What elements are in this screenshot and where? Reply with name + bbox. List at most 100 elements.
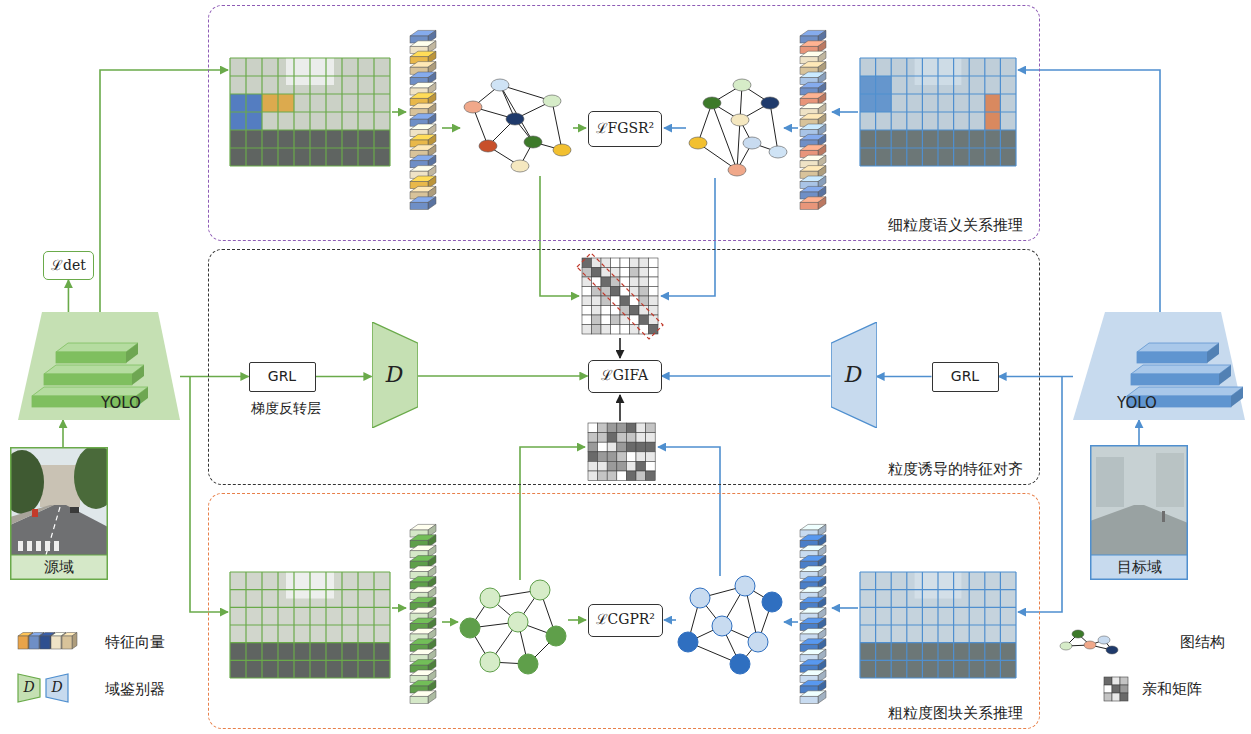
feature-cube	[410, 197, 436, 210]
flow-connector	[999, 376, 1074, 378]
affinity-matrix	[588, 423, 655, 481]
node-label: ℒGIFA	[601, 367, 648, 385]
flow-connector	[180, 376, 249, 378]
detector-block: YOLO	[18, 312, 180, 420]
graph-structure	[689, 79, 787, 176]
legend-text: 特征向量	[105, 633, 165, 652]
layer-caption: 梯度反转层	[251, 400, 321, 418]
process-box: GRL	[249, 362, 316, 392]
loss-box: ℒFGSR²	[588, 111, 663, 147]
region-title: 细粒度语义关系推理	[888, 216, 1023, 235]
node-label: GRL	[951, 368, 979, 386]
detector-block: YOLO	[1073, 312, 1245, 420]
flow-arrow	[658, 447, 720, 576]
layer-slab	[56, 343, 138, 363]
region-panel: 细粒度语义关系推理 ℒFGSR²	[208, 5, 1040, 241]
node-label: YOLO	[1117, 394, 1157, 413]
region-title: 粒度诱导的特征对齐	[888, 460, 1023, 479]
flow-arrow	[392, 607, 406, 609]
yolo-graphic	[1073, 312, 1245, 420]
feature-cube	[800, 691, 826, 704]
feature-map	[860, 58, 1016, 166]
flow-arrow	[784, 621, 798, 623]
node-label: D	[845, 361, 863, 389]
flow-connector	[877, 376, 932, 378]
street-scene	[1090, 445, 1188, 555]
image-border	[1091, 446, 1188, 580]
flow-arrow	[568, 619, 586, 621]
image-panel: 目标域	[1090, 445, 1188, 580]
image-border	[11, 448, 108, 580]
detector-outline	[1073, 312, 1245, 420]
flow-arrow	[619, 338, 621, 358]
process-box: GRL	[932, 362, 999, 392]
flow-arrow	[190, 377, 228, 612]
discriminator-outline	[831, 322, 877, 428]
loss-box: ℒCGPR²	[588, 604, 663, 637]
flow-arrow	[832, 111, 858, 113]
node-label: ℒdet	[51, 257, 86, 275]
flow-connector	[662, 375, 831, 377]
layer-slab	[44, 365, 144, 385]
flow-arrow	[573, 127, 586, 129]
loss-box: ℒGIFA	[588, 360, 662, 393]
affinity-matrix	[577, 253, 663, 339]
flow-arrow	[664, 619, 676, 621]
detector-outline	[18, 312, 180, 420]
feature-map	[230, 58, 390, 166]
legend-symbol-letter: D	[51, 679, 62, 697]
flow-arrow	[520, 447, 585, 580]
node-label: ℒFGSR²	[596, 120, 655, 138]
legend-symbol-letter: D	[23, 679, 34, 697]
loss-box: ℒdet	[43, 251, 94, 280]
flow-arrow	[1018, 377, 1062, 612]
flow-arrow	[442, 127, 460, 129]
feature-cube	[800, 197, 826, 210]
flow-connector	[1138, 420, 1140, 445]
flow-arrow	[619, 395, 621, 421]
flow-connector	[418, 375, 588, 377]
legend-text: 图结构	[1180, 633, 1225, 652]
domain-label: 目标域	[1117, 558, 1162, 577]
yolo-graphic	[18, 312, 180, 420]
region-panel: 粗粒度图块关系推理 ℒCGPR²	[208, 493, 1040, 729]
discriminator-shape: D	[372, 322, 418, 428]
flow-arrow	[784, 127, 798, 129]
layer-slab	[1137, 343, 1219, 363]
discriminator-outline	[372, 322, 418, 428]
flow-arrow	[661, 178, 715, 296]
feature-map	[860, 572, 1016, 678]
flow-arrow	[392, 111, 406, 113]
node-label: YOLO	[101, 394, 141, 413]
flow-arrow	[540, 176, 579, 296]
feature-map	[230, 572, 390, 678]
feature-vectors	[410, 30, 436, 209]
legend-text: 域鉴别器	[105, 680, 165, 699]
flow-connector	[316, 376, 372, 378]
flow-arrow	[442, 621, 458, 623]
flow-arrow	[832, 607, 858, 609]
feature-vectors	[410, 524, 436, 703]
label-bar	[10, 555, 108, 580]
graph-structure	[460, 580, 566, 674]
graph-structure	[464, 79, 571, 172]
image-panel: 源域	[10, 447, 108, 580]
legend-text: 亲和矩阵	[1142, 680, 1202, 699]
feature-cube	[410, 691, 436, 704]
feature-cube	[62, 633, 77, 650]
label-bar	[1090, 555, 1188, 580]
node-label: GRL	[268, 368, 296, 386]
street-scene	[10, 447, 108, 555]
discriminator-shape: D	[831, 322, 877, 428]
feature-vectors	[800, 524, 826, 703]
layer-slab	[1131, 365, 1231, 385]
legend-icons	[18, 630, 1128, 702]
graph-structure	[678, 576, 782, 674]
flow-connector	[62, 420, 64, 447]
flow-connector	[68, 280, 70, 312]
region-title: 粗粒度图块关系推理	[888, 704, 1023, 723]
node-label: ℒCGPR²	[596, 611, 655, 629]
node-label: D	[386, 361, 404, 389]
flow-arrow	[664, 127, 686, 129]
